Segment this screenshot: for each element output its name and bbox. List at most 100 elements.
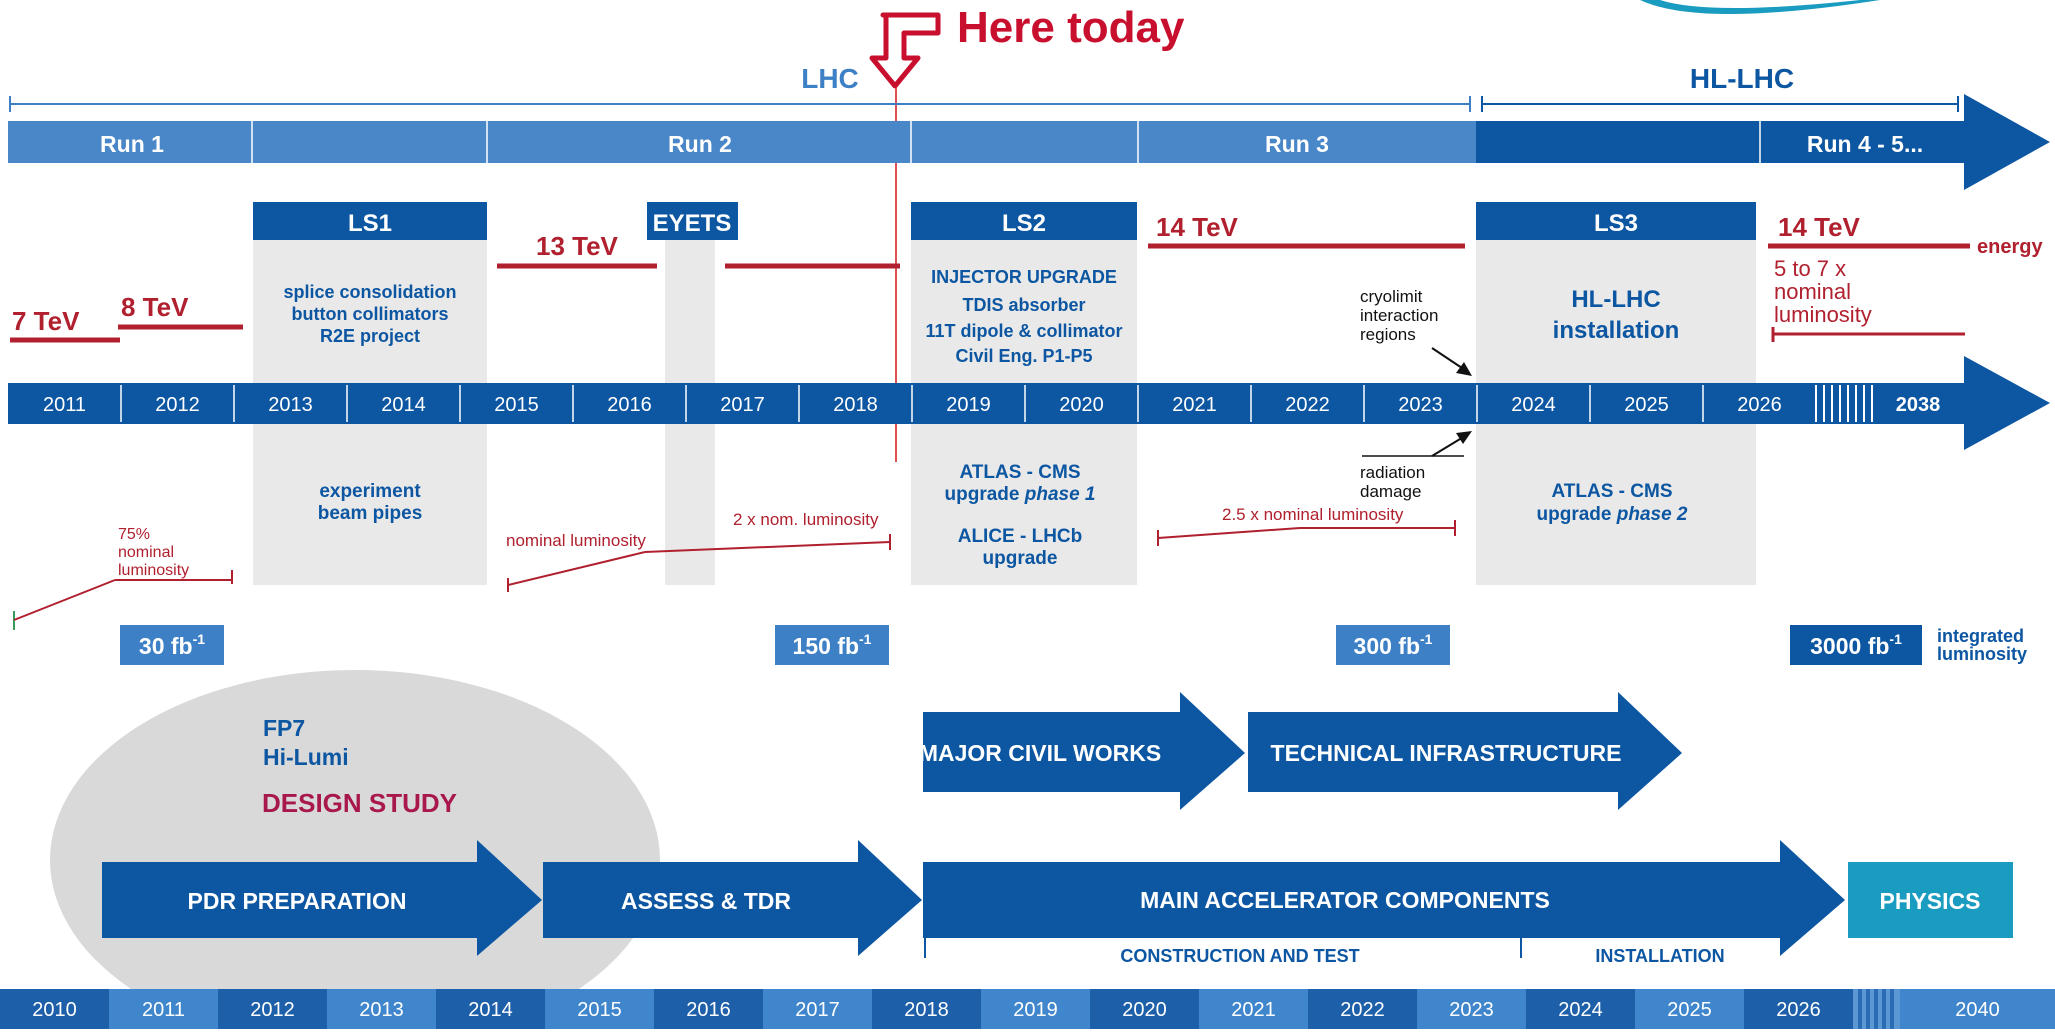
cryolimit-annotation: cryolimit interaction regions bbox=[1360, 287, 1472, 376]
bottom-year-label-2016: 2016 bbox=[686, 999, 731, 1021]
hl-lumi-line-1: 5 to 7 x bbox=[1774, 256, 1846, 281]
ls2-activity-2: TDIS absorber bbox=[962, 295, 1085, 315]
int-lumi-150: 150 fb-1 bbox=[793, 631, 872, 659]
int-lumi-300-sup: -1 bbox=[1420, 631, 1433, 647]
run-1-label: Run 1 bbox=[100, 131, 164, 157]
bottom-year-label-2012: 2012 bbox=[250, 999, 295, 1021]
pdr-label: PDR PREPARATION bbox=[188, 888, 407, 914]
ls1-label: LS1 bbox=[348, 210, 392, 237]
logo-swoosh bbox=[1640, 0, 1880, 14]
bottom-year-cell bbox=[1744, 989, 1853, 1029]
bottom-year-cell bbox=[763, 989, 872, 1029]
energy-7tev: 7 TeV bbox=[12, 306, 80, 336]
bottom-year-cell bbox=[1526, 989, 1635, 1029]
ls2-label: LS2 bbox=[1002, 210, 1046, 237]
construction-label: CONSTRUCTION AND TEST bbox=[1120, 946, 1359, 966]
int-lumi-150-sup: -1 bbox=[859, 631, 872, 647]
pdr-arrow bbox=[102, 840, 542, 956]
eyets-label: EYETS bbox=[653, 210, 732, 237]
bottom-year-label-2015: 2015 bbox=[577, 999, 622, 1021]
ls2-exp-4: upgrade bbox=[983, 548, 1058, 569]
bottom-year-cell bbox=[1308, 989, 1417, 1029]
run-3-label: Run 3 bbox=[1265, 131, 1329, 157]
year-label-2025: 2025 bbox=[1624, 394, 1669, 416]
int-lumi-30-sup: -1 bbox=[193, 631, 206, 647]
lumi-75-line-1: 75% bbox=[118, 526, 150, 543]
ls2-exp-2-prefix: upgrade bbox=[945, 484, 1025, 505]
energy-levels: 7 TeV 8 TeV 13 TeV 14 TeV 14 TeV energy bbox=[10, 212, 2043, 343]
cryolimit-line-3: regions bbox=[1360, 325, 1416, 344]
integrated-luminosity: 30 fb-1 150 fb-1 300 fb-1 3000 fb-1 inte… bbox=[120, 625, 2027, 665]
bottom-year-cell bbox=[0, 989, 109, 1029]
bottom-year-label-2021: 2021 bbox=[1231, 999, 1276, 1021]
hllhc-label: HL-LHC bbox=[1690, 63, 1794, 94]
integrated-label-2: luminosity bbox=[1937, 644, 2027, 664]
main-components-arrow bbox=[923, 840, 1845, 956]
design-study-ellipse bbox=[50, 670, 660, 1034]
year-label-2015: 2015 bbox=[494, 394, 539, 416]
ls2-activity-3: 11T dipole & collimator bbox=[925, 321, 1122, 341]
bottom-year-cell bbox=[981, 989, 1090, 1029]
bottom-year-label-2022: 2022 bbox=[1340, 999, 1385, 1021]
ls3-exp-2-phase: phase 2 bbox=[1616, 504, 1688, 525]
hl-luminosity-note: 5 to 7 x nominal luminosity bbox=[1771, 256, 1965, 342]
ls2-activities: INJECTOR UPGRADE TDIS absorber 11T dipol… bbox=[925, 267, 1122, 366]
int-lumi-300: 300 fb-1 bbox=[1354, 631, 1433, 659]
radiation-annotation: radiation damage bbox=[1360, 431, 1472, 501]
ls2-experiments: ATLAS - CMS upgrade phase 1 ALICE - LHCb… bbox=[945, 462, 1096, 569]
energy-axis-label: energy bbox=[1977, 236, 2043, 258]
design-study: FP7 Hi-Lumi DESIGN STUDY bbox=[50, 670, 660, 1034]
ls1-activity-2: button collimators bbox=[292, 304, 449, 324]
bottom-year-label-2024: 2024 bbox=[1558, 999, 1603, 1021]
ls3-activity-2: installation bbox=[1553, 317, 1680, 344]
ls2-exp-3: ALICE - LHCb bbox=[958, 526, 1083, 547]
cryolimit-line-1: cryolimit bbox=[1360, 287, 1423, 306]
ls3-exp-1: ATLAS - CMS bbox=[1551, 481, 1672, 502]
bottom-year-label-2011: 2011 bbox=[142, 999, 185, 1021]
hl-lumi-line-3: luminosity bbox=[1774, 302, 1872, 327]
year-label-2026: 2026 bbox=[1737, 394, 1782, 416]
lhc-label: LHC bbox=[801, 63, 859, 94]
bottom-year-gap-stripe bbox=[1866, 989, 1870, 1029]
design-study-title: DESIGN STUDY bbox=[262, 788, 457, 818]
bottom-year-cell bbox=[654, 989, 763, 1029]
bottom-year-cell bbox=[1090, 989, 1199, 1029]
physics-box bbox=[1848, 862, 2013, 938]
year-label-2011: 2011 bbox=[43, 394, 86, 416]
lumi-75-line-3: luminosity bbox=[118, 562, 189, 579]
bottom-year-cell bbox=[218, 989, 327, 1029]
lumi-2-5x: 2.5 x nominal luminosity bbox=[1222, 505, 1404, 524]
installation-label: INSTALLATION bbox=[1595, 946, 1724, 966]
ls2-activity-1: INJECTOR UPGRADE bbox=[931, 267, 1117, 287]
ls3-activities: HL-LHC installation bbox=[1553, 286, 1680, 344]
bottom-year-label-2020: 2020 bbox=[1122, 999, 1167, 1021]
year-label-2018: 2018 bbox=[833, 394, 878, 416]
run-2-label: Run 2 bbox=[668, 131, 732, 157]
bottom-year-cell bbox=[545, 989, 654, 1029]
year-label-2012: 2012 bbox=[155, 394, 200, 416]
here-today-arrow-icon bbox=[869, 12, 941, 89]
bottom-year-cell bbox=[1199, 989, 1308, 1029]
int-lumi-30: 30 fb-1 bbox=[139, 631, 205, 659]
here-today-label: Here today bbox=[957, 3, 1185, 52]
year-label-2021: 2021 bbox=[1172, 394, 1217, 416]
year-label-2017: 2017 bbox=[720, 394, 765, 416]
energy-14tev-hl: 14 TeV bbox=[1778, 212, 1861, 242]
design-study-hilumi: Hi-Lumi bbox=[263, 744, 349, 770]
bottom-year-label-2017: 2017 bbox=[795, 999, 840, 1021]
energy-14tev-run3: 14 TeV bbox=[1156, 212, 1239, 242]
bottom-year-gap-stripe bbox=[1874, 989, 1878, 1029]
bottom-year-label-2014: 2014 bbox=[468, 999, 513, 1021]
era-brackets: LHC HL-LHC bbox=[9, 63, 1959, 112]
bottom-year-gap-stripe bbox=[1882, 989, 1886, 1029]
run-4-5-label: Run 4 - 5... bbox=[1807, 131, 1923, 157]
bottom-year-cell bbox=[327, 989, 436, 1029]
ls3-label: LS3 bbox=[1594, 210, 1638, 237]
bottom-year-cell bbox=[872, 989, 981, 1029]
hl-lumi-line-2: nominal bbox=[1774, 279, 1851, 304]
ls1-activity-3: R2E project bbox=[320, 326, 420, 346]
